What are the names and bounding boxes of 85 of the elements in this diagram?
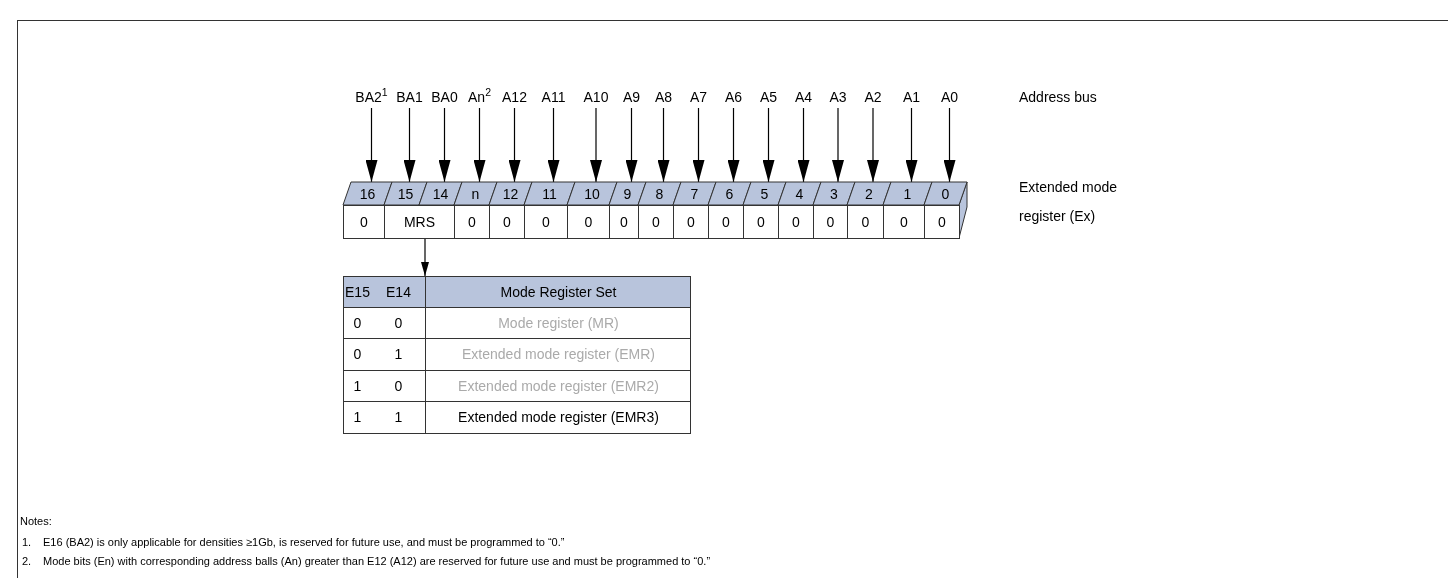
address-line-label: A7 <box>689 88 708 106</box>
arrow <box>832 107 844 183</box>
arrow <box>365 107 378 183</box>
table-cell-text: 1 <box>393 345 404 364</box>
table-cell-text: 0 <box>393 314 404 333</box>
register-bit-cell: 0 <box>567 205 610 239</box>
register-label: Extended mode register (Ex) <box>1019 178 1119 226</box>
register-bit-cell: 0 <box>813 205 848 239</box>
address-line-label: BA0 <box>431 88 458 106</box>
table-header-text: E14 <box>385 283 412 302</box>
notes-heading: Notes: <box>20 514 52 529</box>
address-line-label: A11 <box>541 88 566 106</box>
arrow <box>657 107 670 183</box>
register-bit-cell: 0 <box>638 205 674 239</box>
register-bit-cell: MRS <box>384 205 455 239</box>
table-cell-text: 1 <box>352 377 363 396</box>
arrow <box>590 107 602 183</box>
address-line-label: An$^{2}$ <box>468 88 491 106</box>
register-bit-cell: 0 <box>924 205 960 239</box>
bit-number-cell: 3 <box>813 182 855 205</box>
address-line-label: A0 <box>940 88 959 106</box>
arrow <box>625 107 638 183</box>
bit-number-cell: 2 <box>847 182 891 205</box>
arrow <box>473 107 486 183</box>
table-cell-text: 0 <box>393 377 404 396</box>
note-text: E16 (BA2) is only applicable for densities ≥1Gb, is reserved for future use, and must be programmed to “0.” <box>43 535 565 550</box>
address-line-label: A5 <box>759 88 778 106</box>
bit-number-cell: 0 <box>924 182 967 205</box>
register-bit-cell: 0 <box>708 205 744 239</box>
arrow <box>403 107 416 183</box>
note-text: Mode bits (En) with corresponding address balls (An) greater than E12 (A12) are reserved for future use and must be programmed to “0.” <box>43 554 711 569</box>
arrow <box>421 238 429 277</box>
arrow <box>867 107 879 183</box>
table-cell-text: Extended mode register (EMR) <box>461 345 656 364</box>
table-cell-text: 1 <box>352 408 363 427</box>
address-line-label: A1 <box>902 88 921 106</box>
table-cell-text: 0 <box>352 345 363 364</box>
address-line-label: A10 <box>583 88 609 106</box>
address-line-label: A8 <box>654 88 673 106</box>
register-bit-cell: 0 <box>743 205 779 239</box>
address-line-label: A12 <box>502 88 527 106</box>
register-bit-cell: 0 <box>883 205 925 239</box>
bit-number-cell: 16 <box>343 182 392 205</box>
arrow <box>692 107 705 183</box>
table-cell-text: Mode register (MR) <box>497 314 620 333</box>
note-number: 1. <box>22 535 32 550</box>
mode-register-set-table <box>343 276 691 434</box>
arrow <box>508 107 521 183</box>
arrow <box>438 107 451 183</box>
arrow <box>797 107 810 183</box>
register-bit-cell: 0 <box>489 205 525 239</box>
register-bit-cell: 0 <box>609 205 639 239</box>
register-bit-cell: 0 <box>673 205 709 239</box>
bus-label: Address bus <box>1019 88 1098 106</box>
address-line-label: BA2$^{1}$ <box>355 88 388 106</box>
address-line-label: BA1 <box>396 88 423 106</box>
arrow <box>727 107 740 183</box>
table-header-text: E15 <box>344 283 371 302</box>
address-line-label: A2 <box>864 88 882 106</box>
arrow <box>905 107 918 183</box>
arrow <box>762 107 775 183</box>
register-bit-cell: 0 <box>343 205 385 239</box>
bit-number-cell: 6 <box>708 182 751 205</box>
bit-number-cell: 7 <box>673 182 716 205</box>
arrow <box>943 107 956 183</box>
bit-number-cell: 5 <box>743 182 786 205</box>
address-line-label: A4 <box>794 88 813 106</box>
address-line-label: A3 <box>829 88 847 106</box>
bit-number-cell: 4 <box>778 182 821 205</box>
table-cell-text: 0 <box>352 314 363 333</box>
arrow <box>547 107 560 183</box>
register-bit-cell: 0 <box>778 205 814 239</box>
table-cell-text: 1 <box>393 408 404 427</box>
bit-number-cell: 8 <box>638 182 681 205</box>
register-bit-cell: 0 <box>454 205 490 239</box>
bit-number-cell: n <box>454 182 497 205</box>
register-bit-cell: 0 <box>847 205 884 239</box>
bit-number-cell: 1 <box>883 182 932 205</box>
table-cell-text: Extended mode register (EMR2) <box>457 377 660 396</box>
table-cell-text: Extended mode register (EMR3) <box>457 408 660 427</box>
address-line-label: A6 <box>724 88 743 106</box>
table-header-text: Mode Register Set <box>499 283 618 302</box>
note-number: 2. <box>22 554 32 569</box>
address-line-label: A9 <box>622 88 641 106</box>
register-bit-cell: 0 <box>524 205 568 239</box>
